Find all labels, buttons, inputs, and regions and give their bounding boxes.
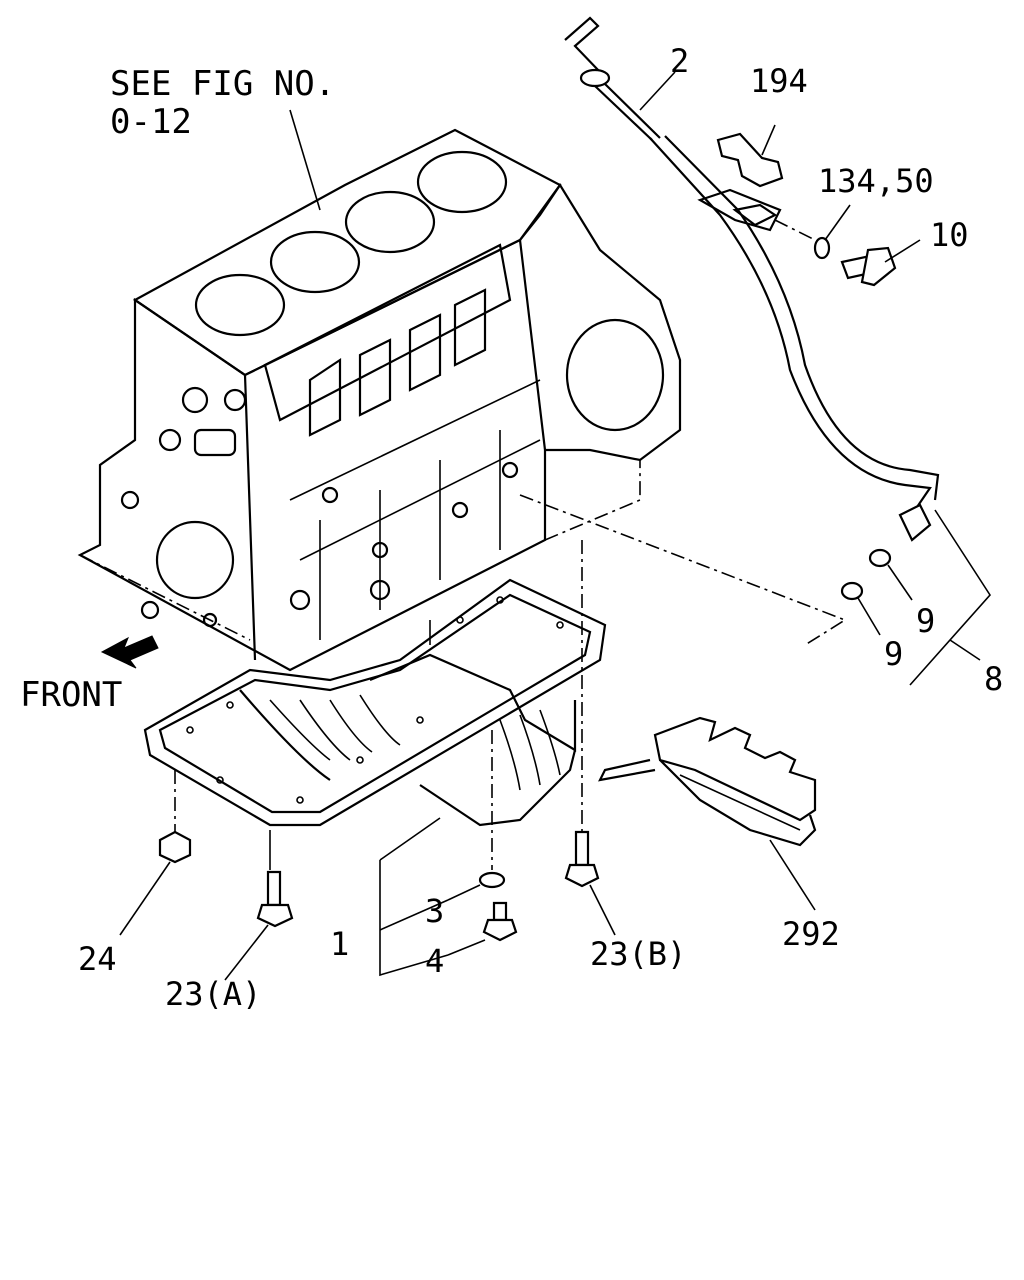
o-ring-9-upper [868,548,892,568]
bracket [732,203,778,227]
dipstick-guide-tube [649,135,940,542]
baffle-plate-292 [598,716,817,911]
bracket-8 [909,509,992,686]
see-fig-label-line2: 0-12 [110,102,192,142]
bolt-10 [840,239,921,287]
see-fig-leader [289,109,321,211]
front-arrow-icon [100,635,159,669]
bracket-1-top [379,817,441,861]
callout-23a: 23(A) [165,975,261,1013]
leader-3 [447,884,481,901]
callout-134-50: 134,50 [818,162,934,200]
callout-194: 194 [750,62,808,100]
engine-block [77,128,682,672]
leader-9-upper [887,564,913,601]
see-fig-label-line1: SEE FIG NO. [110,64,335,104]
dipstick [564,16,661,141]
leader-9-lower [857,597,881,636]
callout-10: 10 [930,216,969,254]
callout-9-lower: 9 [884,635,903,673]
bolt-23a [224,830,294,981]
callout-292: 292 [782,915,840,953]
bolt-4 [447,901,518,956]
oring-center-dashline [519,494,847,646]
bracket-1-mid [379,899,449,931]
guide-dashline [774,219,816,241]
washer-3 [478,871,506,889]
callout-8: 8 [984,660,1003,698]
oil-pan [143,578,607,827]
callout-4: 4 [425,942,444,980]
washer-134-50 [813,236,831,260]
spacer-194 [716,124,784,188]
callout-23b: 23(B) [590,935,686,973]
leader-134-50 [824,204,851,241]
callout-3: 3 [425,892,444,930]
callout-2: 2 [670,42,689,80]
callout-24: 24 [78,940,117,978]
bracket-1-lower [379,860,449,977]
leader-2 [639,71,676,111]
callout-9-upper: 9 [916,602,935,640]
nut-24 [119,830,192,936]
o-ring-9-lower [840,581,864,601]
leader-8 [949,639,981,661]
bolt-23b [564,830,616,936]
front-label: FRONT [20,675,122,715]
callout-1: 1 [330,925,349,963]
